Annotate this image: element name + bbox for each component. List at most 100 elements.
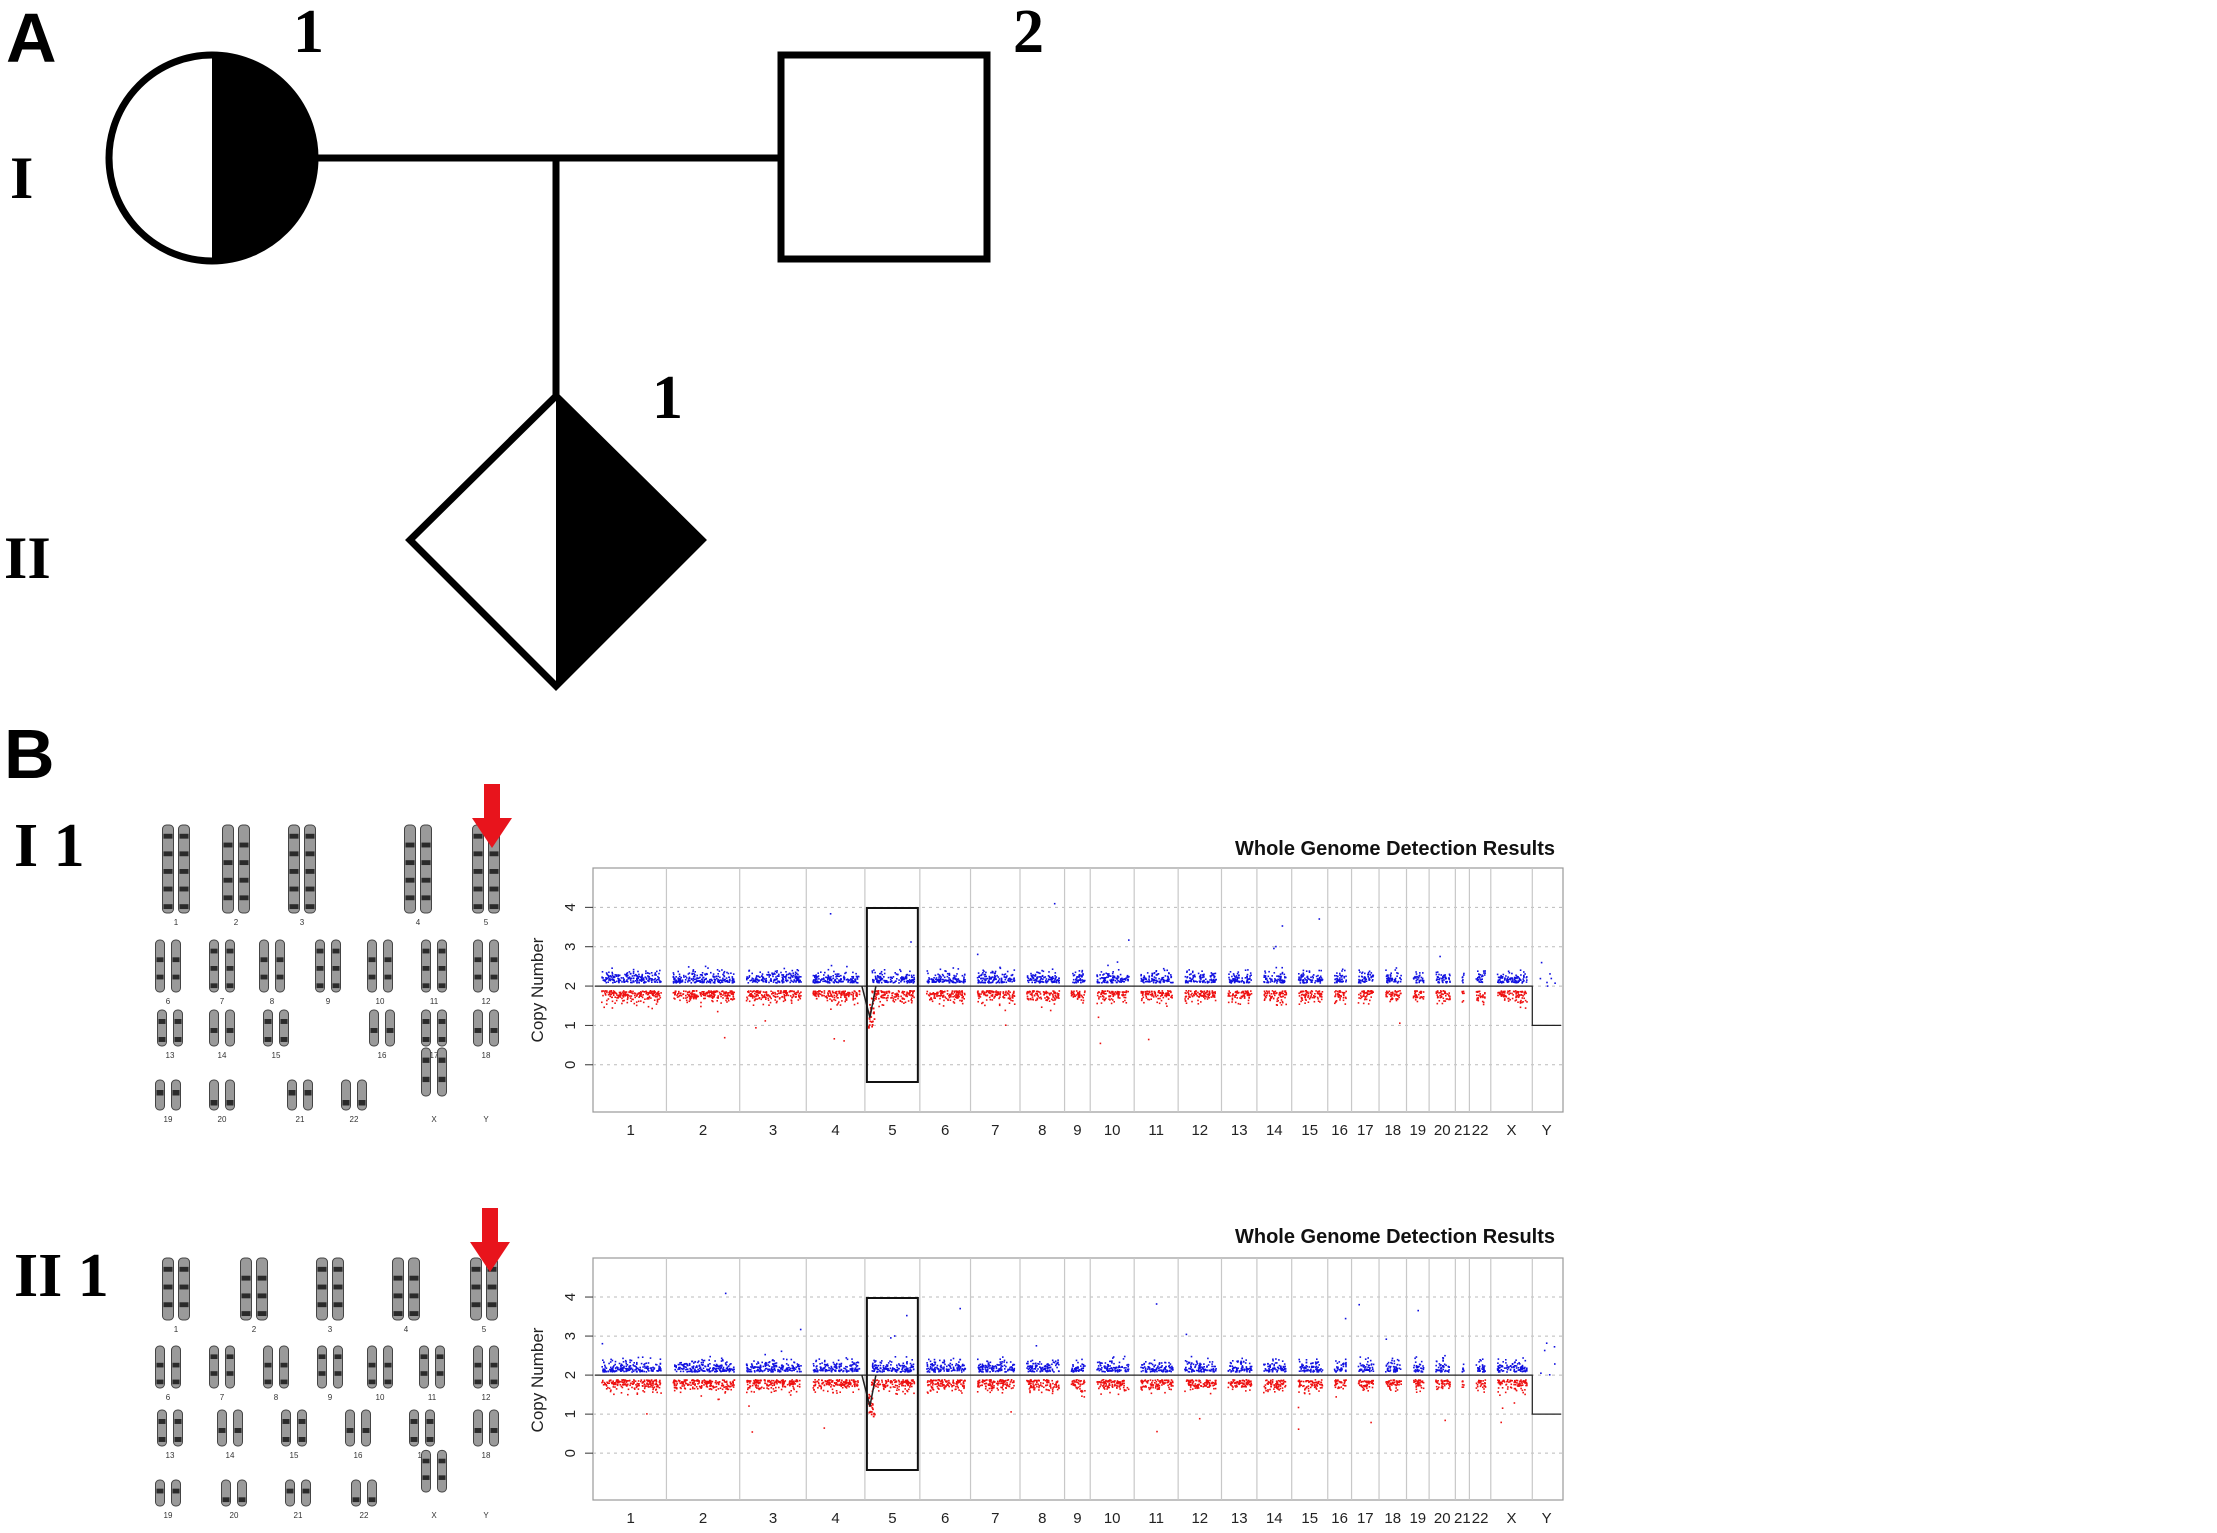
- data-point: [625, 1369, 628, 1371]
- chromosome-pair: 19: [155, 1079, 181, 1124]
- chromosome-pair: 14: [209, 1009, 235, 1060]
- data-point: [673, 973, 675, 976]
- data-point: [1051, 998, 1053, 1001]
- data-point: [1107, 964, 1109, 967]
- chromosome-band: [226, 1371, 234, 1376]
- data-point: [1360, 975, 1363, 978]
- data-point: [634, 992, 637, 995]
- chromosome-band: [438, 1076, 446, 1083]
- data-point: [622, 1368, 624, 1370]
- data-point: [1124, 994, 1127, 996]
- data-point: [1191, 995, 1194, 997]
- data-point: [852, 999, 854, 1001]
- data-point: [1511, 992, 1513, 995]
- data-point: [826, 999, 829, 1002]
- data-point: [830, 1008, 832, 1010]
- karyotype-label: 16: [354, 1451, 363, 1460]
- data-point: [682, 993, 685, 995]
- data-point: [603, 979, 606, 982]
- data-point: [1157, 973, 1160, 975]
- data-point: [1185, 992, 1187, 995]
- data-point: [1000, 978, 1003, 981]
- data-point: [1440, 991, 1443, 993]
- chromosome-pair: 17: [421, 1009, 447, 1060]
- data-point: [1143, 976, 1146, 979]
- data-point: [717, 997, 719, 999]
- data-point: [1520, 999, 1522, 1002]
- data-point: [620, 977, 623, 979]
- karyotype-label: 18: [482, 1451, 491, 1460]
- data-point: [818, 993, 821, 995]
- data-point: [1188, 973, 1191, 976]
- data-point: [838, 980, 840, 983]
- data-point: [1208, 997, 1210, 999]
- data-point: [1239, 1003, 1242, 1005]
- data-point: [1245, 992, 1247, 994]
- data-point: [763, 994, 766, 996]
- data-point: [1111, 980, 1113, 983]
- data-point: [1448, 995, 1450, 997]
- data-point: [1034, 978, 1037, 981]
- data-point: [882, 1004, 885, 1006]
- data-point: [1244, 969, 1247, 971]
- data-point: [1482, 1003, 1485, 1006]
- data-point: [1446, 998, 1449, 1000]
- data-point: [785, 974, 788, 977]
- data-point: [988, 990, 990, 992]
- data-point: [751, 995, 753, 998]
- data-point: [1371, 992, 1373, 994]
- chromosome-band: [384, 957, 392, 963]
- data-point: [856, 976, 858, 979]
- chromosome-band: [163, 886, 173, 892]
- data-point: [906, 991, 908, 994]
- data-point: [997, 991, 999, 994]
- data-point: [881, 978, 883, 981]
- data-point: [1415, 979, 1418, 982]
- data-point: [980, 977, 983, 980]
- data-point: [883, 979, 885, 982]
- data-point: [1298, 995, 1301, 997]
- data-point: [1233, 974, 1235, 977]
- data-point: [987, 981, 989, 983]
- data-point: [998, 997, 1000, 1000]
- data-point: [754, 981, 757, 983]
- data-point: [1041, 969, 1043, 972]
- data-point: [1280, 981, 1283, 984]
- data-point: [783, 993, 785, 996]
- data-point: [1080, 981, 1082, 984]
- individual-i-2-number: 2: [1013, 0, 1044, 66]
- data-point: [795, 993, 798, 996]
- data-point: [1039, 981, 1041, 983]
- data-point: [1162, 976, 1165, 979]
- data-point: [1390, 993, 1392, 996]
- chromosome-band: [226, 948, 234, 954]
- data-point: [730, 990, 732, 992]
- chromosome-band: [276, 957, 284, 963]
- chromosome-pair: 3: [316, 1257, 344, 1334]
- data-point: [713, 994, 715, 996]
- data-point: [725, 991, 727, 993]
- data-point: [1058, 990, 1061, 992]
- data-point: [610, 993, 612, 996]
- data-point: [1308, 998, 1311, 1000]
- data-point: [1396, 975, 1398, 977]
- data-point: [1058, 982, 1060, 984]
- data-point: [621, 1369, 624, 1372]
- data-point: [1338, 979, 1341, 981]
- data-point: [772, 991, 774, 994]
- data-point: [946, 990, 949, 992]
- data-point: [1156, 980, 1159, 983]
- x-tick-label: 1: [627, 1122, 635, 1139]
- x-tick-label: 16: [1331, 1510, 1348, 1527]
- data-point: [1081, 979, 1084, 981]
- data-point: [750, 992, 753, 995]
- data-point: [1515, 996, 1518, 998]
- data-point: [1118, 991, 1121, 993]
- data-point: [693, 997, 695, 1000]
- data-point: [1199, 981, 1201, 983]
- data-point: [977, 993, 979, 996]
- data-point: [659, 1363, 662, 1365]
- data-point: [820, 979, 822, 981]
- data-point: [1364, 979, 1366, 981]
- data-point: [847, 980, 850, 982]
